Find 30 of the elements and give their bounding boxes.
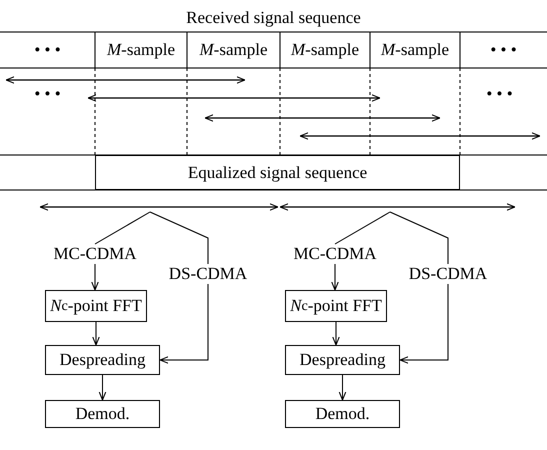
branch-label: DS-CDMA — [158, 264, 258, 284]
sample-label: M-sample — [290, 39, 360, 61]
branch-line — [334, 212, 390, 244]
arrow — [332, 322, 340, 346]
branch-line — [390, 212, 448, 264]
process-box: Despreading — [285, 345, 400, 375]
process-box: Demod. — [285, 400, 400, 428]
process-box: Despreading — [45, 345, 160, 375]
signal-box: Equalized signal sequence — [95, 155, 460, 190]
sample-label: M-sample — [106, 39, 176, 61]
branch-label: DS-CDMA — [398, 264, 498, 284]
ellipsis: • • • — [489, 39, 518, 61]
branch-label: MC-CDMA — [45, 244, 145, 264]
arrow — [331, 264, 339, 291]
sample-label: M-sample — [380, 39, 450, 61]
ellipsis: • • • — [33, 84, 62, 104]
arrow — [91, 264, 99, 291]
arrow — [92, 322, 100, 346]
heading: Received signal sequence — [185, 7, 362, 29]
branch-line — [150, 212, 208, 264]
branch-label: MC-CDMA — [285, 244, 385, 264]
arrow — [159, 284, 208, 364]
process-box: Demod. — [45, 400, 160, 428]
branch-line — [94, 212, 150, 244]
sample-label: M-sample — [198, 39, 268, 61]
arrow — [399, 284, 448, 364]
arrow — [98, 374, 106, 401]
arrow — [338, 374, 346, 401]
ellipsis: • • • — [33, 39, 62, 61]
ellipsis: • • • — [485, 84, 514, 104]
